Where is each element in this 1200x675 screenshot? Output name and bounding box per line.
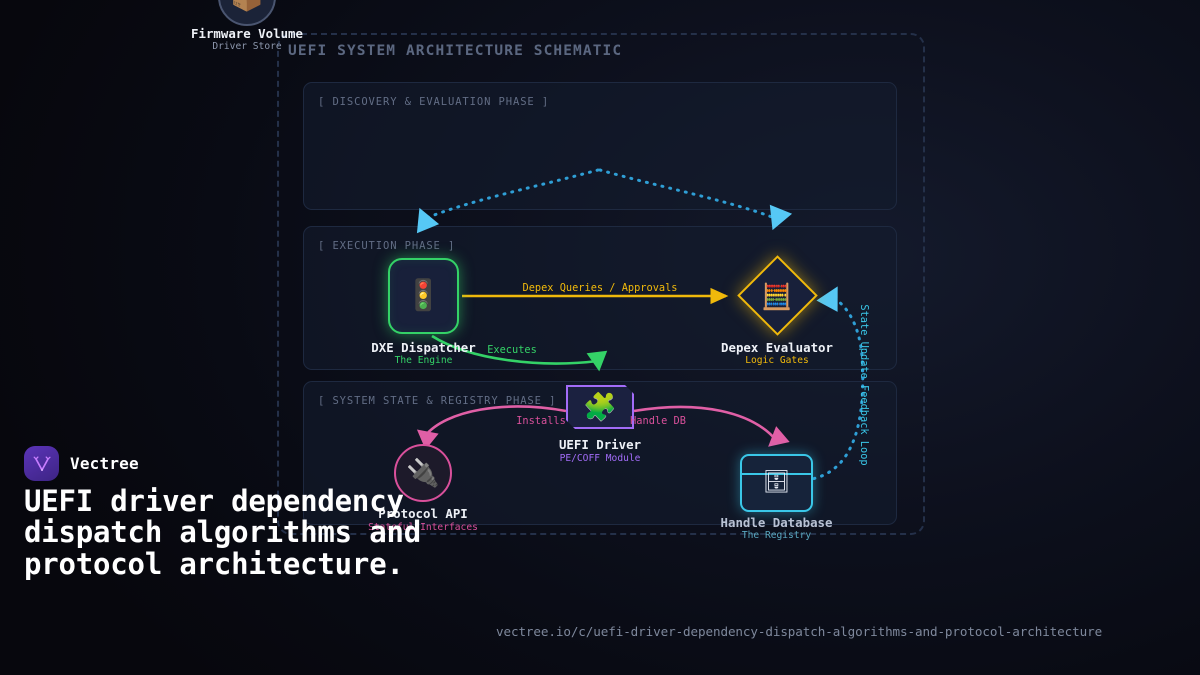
package-icon: 📦 (218, 0, 276, 26)
edge-label-handle-db: Handle DB (630, 415, 686, 427)
schematic-title: UEFI SYSTEM ARCHITECTURE SCHEMATIC (288, 43, 623, 59)
vectree-logo-icon (24, 446, 59, 481)
phase-panel-discovery: [ DISCOVERY & EVALUATION PHASE ] (303, 82, 897, 210)
node-label-depex-evaluator: Depex Evaluator (721, 340, 833, 355)
node-sublabel-depex-evaluator: Logic Gates (745, 355, 809, 366)
node-label-protocol-api: Protocol API (378, 506, 468, 521)
node-uefi-driver[interactable]: 🧩 UEFI Driver PE/COFF Module (559, 385, 641, 464)
node-sublabel-handle-database: The Registry (741, 530, 812, 541)
node-handle-database[interactable]: 🗄 Handle Database The Registry (721, 454, 832, 541)
node-label-handle-database: Handle Database (720, 515, 833, 530)
edge-label-state-feedback: State Update Feedback Loop (858, 304, 870, 466)
node-depex-evaluator[interactable]: 🧮 Depex Evaluator Logic Gates (721, 255, 833, 366)
edge-label-executes: Executes (487, 344, 537, 356)
node-sublabel-uefi-driver: PE/COFF Module (559, 453, 641, 464)
node-label-uefi-driver: UEFI Driver (558, 437, 642, 452)
traffic-light-icon: 🚦 (388, 258, 459, 334)
abacus-icon: 🧮 (761, 281, 793, 311)
node-protocol-api[interactable]: 🔌 Protocol API Stateful Interfaces (368, 444, 478, 533)
card-index-icon: 🗄 (762, 470, 791, 495)
schematic-frame (277, 33, 925, 535)
edge-label-depex-queries: Depex Queries / Approvals (522, 282, 678, 294)
node-sublabel-dxe-dispatcher: The Engine (394, 355, 453, 366)
node-sublabel-firmware-volume: Driver Store (212, 41, 282, 52)
node-dxe-dispatcher[interactable]: 🚦 DXE Dispatcher The Engine (371, 258, 476, 366)
phase-label-execution: [ EXECUTION PHASE ] (318, 240, 456, 252)
headline: UEFI driver dependency dispatch algorith… (24, 484, 421, 581)
plug-icon: 🔌 (394, 444, 452, 502)
puzzle-piece-icon: 🧩 (566, 385, 634, 429)
node-label-firmware-volume: Firmware Volume (191, 26, 303, 41)
brand-name: Vectree (70, 454, 139, 473)
phase-label-registry: [ SYSTEM STATE & REGISTRY PHASE ] (318, 395, 557, 407)
handle-database-shape: 🗄 (740, 454, 813, 512)
edge-handle-db (633, 405, 790, 447)
edge-discovery-to-evaluator (598, 168, 793, 231)
edge-executes (431, 334, 608, 372)
node-label-dxe-dispatcher: DXE Dispatcher (371, 340, 476, 355)
edge-installs (416, 405, 567, 450)
edge-state-feedback (804, 286, 865, 482)
node-sublabel-protocol-api: Stateful Interfaces (368, 522, 478, 533)
node-firmware-volume[interactable]: 📦 Firmware Volume Driver Store (191, 0, 303, 52)
phase-label-discovery: [ DISCOVERY & EVALUATION PHASE ] (318, 96, 550, 108)
footer-url: vectree.io/c/uefi-driver-dependency-disp… (496, 624, 1103, 639)
brand: Vectree (24, 446, 139, 481)
edge-label-installs: Installs (516, 415, 566, 427)
edge-discovery-to-dispatcher (416, 168, 600, 234)
